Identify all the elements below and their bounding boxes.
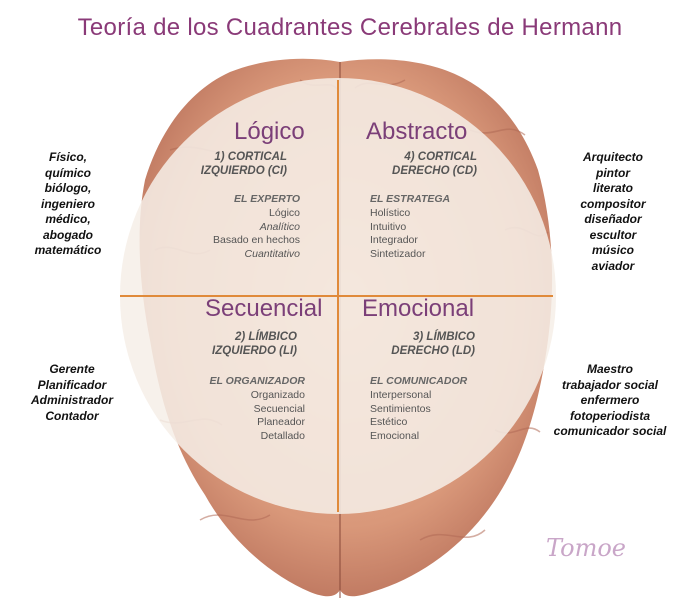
trait-item: Emocional — [370, 429, 420, 442]
quadrant-role-organizador: EL ORGANIZADOR — [209, 375, 305, 387]
profession-item: aviador — [591, 258, 635, 273]
profession-item: enfermero — [580, 393, 640, 407]
trait-item: Basado en hechos — [213, 234, 300, 246]
trait-item: Holístico — [370, 207, 411, 219]
trait-item: Sentimientos — [370, 402, 431, 415]
profession-item: comunicador social — [553, 424, 667, 438]
page-title: Teoría de los Cuadrantes Cerebrales de H… — [77, 14, 623, 41]
quadrant-traits-ci: Lógico Analítico Basado en hechos Cuanti… — [160, 207, 300, 261]
profession-item: Arquitecto — [583, 150, 643, 164]
profession-item: ingeniero — [40, 196, 95, 211]
quadrant-traits-ld: Interpersonal Sentimientos Estético Emoc… — [370, 389, 431, 443]
profession-item: abogado — [43, 227, 93, 242]
profession-item: músico — [591, 243, 634, 257]
profession-item: biólogo, — [44, 181, 92, 195]
profession-item: diseñador — [584, 212, 642, 226]
quadrant-code-line: DERECHO (LD) — [391, 345, 475, 357]
quadrant-traits-li: Organizado Secuencial Planeador Detallad… — [160, 389, 305, 443]
profession-item: literato — [592, 181, 633, 195]
trait-item: Secuencial — [253, 402, 305, 415]
trait-item: Detallado — [260, 429, 305, 442]
profession-item: Contador — [45, 408, 99, 423]
quadrant-code-line: DERECHO (CD) — [392, 165, 477, 177]
profession-item: escultor — [589, 227, 637, 242]
professions-top-right: Arquitecto pintor literato compositor di… — [558, 150, 668, 274]
quadrant-code-line: 2) LÍMBICO — [235, 331, 297, 343]
quadrant-code-ld: 3) LÍMBICO DERECHO (LD) — [370, 330, 475, 358]
profession-item: pintor — [596, 165, 630, 180]
quadrant-code-li: 2) LÍMBICO IZQUIERDO (LI) — [160, 330, 297, 358]
trait-item: Estético — [370, 416, 408, 428]
profession-item: Gerente — [49, 362, 95, 376]
quadrant-code-line: IZQUIERDO (CI) — [200, 165, 287, 177]
quadrant-code-cd: 4) CORTICAL DERECHO (CD) — [370, 150, 477, 178]
profession-item: fotoperiodista — [570, 408, 650, 423]
quadrant-role-comunicador: EL COMUNICADOR — [370, 375, 468, 387]
trait-item: Intuitivo — [370, 220, 407, 233]
quadrant-traits-cd: Holístico Intuitivo Integrador Sintetiza… — [370, 207, 425, 261]
professions-top-left: Físico, químico biólogo, ingeniero médic… — [20, 150, 116, 259]
profession-item: médico, — [45, 212, 91, 226]
professions-bottom-left: Gerente Planificador Administrador Conta… — [14, 362, 130, 424]
profession-item: trabajador social — [561, 377, 659, 392]
signature: Tomoe — [546, 534, 627, 562]
trait-item: Analítico — [259, 220, 300, 233]
profession-item: Administrador — [30, 393, 113, 407]
profession-item: matemático — [34, 243, 102, 257]
profession-item: Maestro — [586, 362, 633, 376]
quadrant-title-logico: Lógico — [234, 118, 305, 145]
quadrant-code-ci: 1) CORTICAL IZQUIERDO (CI) — [160, 150, 287, 178]
trait-item: Cuantitativo — [244, 247, 300, 260]
trait-item: Organizado — [250, 389, 305, 401]
quadrant-role-estratega: EL ESTRATEGA — [370, 193, 451, 205]
trait-item: Lógico — [269, 207, 300, 219]
professions-bottom-right: Maestro trabajador social enfermero foto… — [540, 362, 680, 440]
quadrant-title-abstracto: Abstracto — [366, 118, 468, 145]
profession-item: químico — [44, 165, 91, 180]
quadrant-role-experto: EL EXPERTO — [234, 193, 300, 205]
quadrant-title-emocional: Emocional — [362, 295, 475, 322]
trait-item: Interpersonal — [370, 389, 432, 401]
trait-item: Planeador — [257, 416, 305, 428]
quadrant-code-line: IZQUIERDO (LI) — [212, 345, 297, 357]
quadrant-code-line: 1) CORTICAL — [214, 151, 287, 163]
profession-item: Físico, — [48, 150, 87, 164]
quadrant-code-line: 4) CORTICAL — [404, 151, 477, 163]
trait-item: Integrador — [370, 234, 418, 246]
quadrant-title-secuencial: Secuencial — [205, 295, 323, 322]
profession-item: compositor — [580, 196, 646, 211]
profession-item: Planificador — [37, 377, 107, 392]
quadrant-code-line: 3) LÍMBICO — [413, 331, 475, 343]
trait-item: Sintetizador — [370, 247, 426, 260]
